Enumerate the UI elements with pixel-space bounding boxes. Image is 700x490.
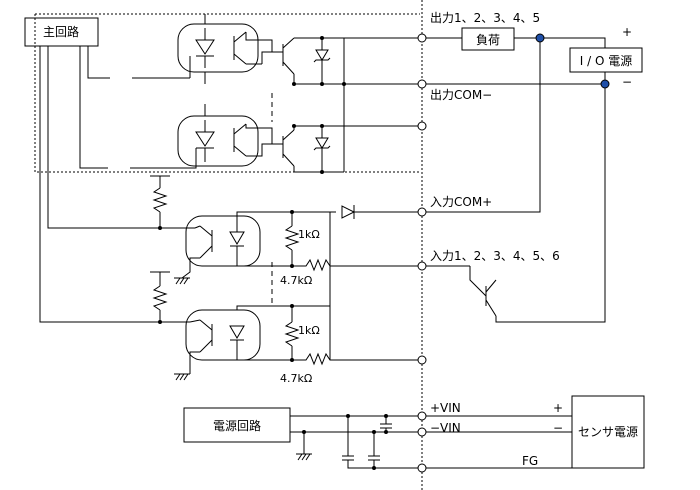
io-plus-sign: + xyxy=(622,25,632,39)
power-circuit-label: 電源回路 xyxy=(213,418,261,433)
terminal-input xyxy=(417,355,427,365)
io-power-box xyxy=(569,47,643,73)
terminal-output xyxy=(417,121,427,131)
io-minus-sign: − xyxy=(622,75,632,89)
terminal-output-com xyxy=(417,79,427,89)
fg-label: FG xyxy=(522,454,538,468)
main-circuit-box xyxy=(24,17,99,47)
terminal-input xyxy=(417,261,427,271)
terminal-vin-plus xyxy=(417,411,427,421)
vin-plus-label: +VIN xyxy=(430,401,461,415)
terminal-output xyxy=(417,33,427,43)
photocoupler-output-2 xyxy=(177,115,259,167)
resistor-1k-label: 1kΩ xyxy=(298,324,320,337)
output-terminal-label: 出力1、2、3、4、5 xyxy=(430,11,540,25)
photocoupler-input-1 xyxy=(185,215,261,267)
sensor-power-label: センサ電源 xyxy=(578,425,638,439)
sensor-power-box xyxy=(571,395,645,469)
output-com-label: 出力COM− xyxy=(430,88,492,102)
terminal-input-com xyxy=(417,207,427,217)
terminal-vin-minus xyxy=(417,427,427,437)
load-label: 負荷 xyxy=(476,33,500,47)
load-box xyxy=(461,27,515,51)
resistor-4-7k-label: 4.7kΩ xyxy=(280,274,312,287)
vin-minus-label: −VIN xyxy=(430,421,461,435)
photocoupler-input-2 xyxy=(185,309,261,361)
power-circuit-box xyxy=(183,407,291,443)
main-circuit-label: 主回路 xyxy=(43,24,79,39)
input-com-label: 入力COM+ xyxy=(430,195,492,209)
io-minus-junction xyxy=(600,79,610,89)
terminal-fg xyxy=(417,463,427,473)
input-terminal-label: 入力1、2、3、4、5、6 xyxy=(430,249,560,263)
sensor-minus-sign: − xyxy=(553,421,563,435)
io-power-label: I / O 電源 xyxy=(580,54,632,68)
io-plus-junction xyxy=(535,33,545,43)
resistor-1k-label: 1kΩ xyxy=(298,228,320,241)
internal-boundary xyxy=(34,14,420,173)
photocoupler-output-1 xyxy=(177,23,259,73)
sensor-plus-sign: + xyxy=(553,401,563,415)
resistor-4-7k-label: 4.7kΩ xyxy=(280,372,312,385)
